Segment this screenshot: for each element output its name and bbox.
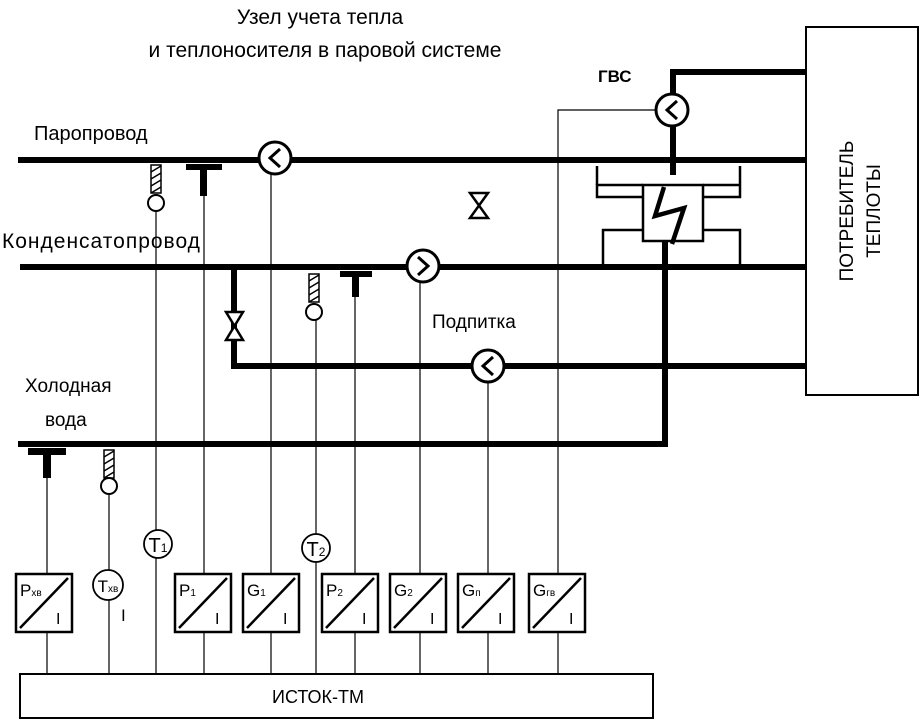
transducer-p1: P1I [173, 572, 233, 634]
temp-probe-txv-icon [100, 449, 118, 495]
temp-probe-t1-icon [147, 164, 165, 212]
transducer-g2: G2I [388, 572, 448, 634]
t2-sub: 2 [319, 545, 326, 559]
steam-pipe-label: Паропровод [34, 123, 148, 145]
transducer-ggv-output: I [569, 611, 573, 628]
transducer-g2-output: I [430, 611, 434, 628]
flowmeter-g1-icon [257, 140, 293, 176]
title-line-1: Узел учета тепла [237, 6, 404, 29]
svg-text:T1: T1 [149, 535, 168, 557]
temp-sensor-txv: Tхв I [92, 569, 126, 625]
flowmeter-gp-icon [470, 348, 506, 384]
transducer-g1-label: G1 [247, 581, 266, 600]
transducer-p2-output: I [362, 611, 366, 628]
svg-text:T2: T2 [307, 539, 326, 561]
transducer-gp-label: Gп [462, 581, 481, 600]
pressure-tap-pxv-icon [28, 448, 66, 478]
t2-main: T [307, 539, 319, 561]
cold-water-label-line-2: вода [45, 410, 87, 431]
valve-icon [467, 191, 491, 220]
transducer-g1: G1I [241, 572, 301, 634]
condensate-pipe-label: Конденсатопровод [2, 230, 201, 253]
flowmeter-ggv-icon [654, 92, 690, 128]
controller-box [19, 673, 654, 719]
makeup-label: Подпитка [432, 312, 516, 333]
transducer-gp-output: I [498, 611, 502, 628]
transducer-p1-output: I [215, 611, 219, 628]
txv-out: I [121, 606, 126, 625]
transducer-ggv-label: Gгв [533, 581, 555, 600]
transducer-g1-output: I [283, 611, 287, 628]
transducer-g2-label: G2 [394, 581, 413, 600]
txv-main: T [98, 577, 108, 596]
controller-label: ИСТОК-ТМ [272, 687, 364, 707]
heat-consumer-box [805, 26, 919, 396]
transducer-pxv-output: I [56, 611, 60, 628]
temp-sensor-t1: T1 [143, 529, 173, 559]
cold-water-label-line-1: Холодная [25, 376, 112, 397]
cold-water-pipe [18, 218, 668, 447]
transducer-pxv-label: Pхв [20, 581, 42, 600]
t1-sub: 1 [161, 541, 168, 555]
transducer-p2-label: P2 [326, 581, 343, 600]
pressure-tap-p1-icon [186, 164, 222, 196]
temp-sensor-t2: T2 [301, 533, 331, 563]
temp-probe-t2-icon [305, 273, 323, 321]
transducer-p2: P2I [320, 572, 380, 634]
heat-exchanger [595, 166, 742, 264]
svg-text:Tхв: Tхв [98, 577, 119, 596]
txv-sub: хв [108, 584, 118, 595]
consumer-label-line-1: ПОТРЕБИТЕЛЬ [837, 141, 858, 282]
transducer-p1-label: P1 [179, 581, 196, 600]
title-line-2: и теплоносителя в паровой системе [149, 39, 502, 62]
transducer-gp: GпI [456, 572, 516, 634]
makeup-valve-icon [223, 310, 246, 342]
consumer-label-line-2: ТЕПЛОТЫ [864, 164, 885, 258]
flowmeter-g2-icon [405, 248, 441, 284]
t1-main: T [149, 535, 161, 557]
signal-lines [46, 109, 656, 674]
pressure-tap-p2-icon [340, 271, 372, 297]
dhw-label: ГВС [598, 67, 632, 86]
